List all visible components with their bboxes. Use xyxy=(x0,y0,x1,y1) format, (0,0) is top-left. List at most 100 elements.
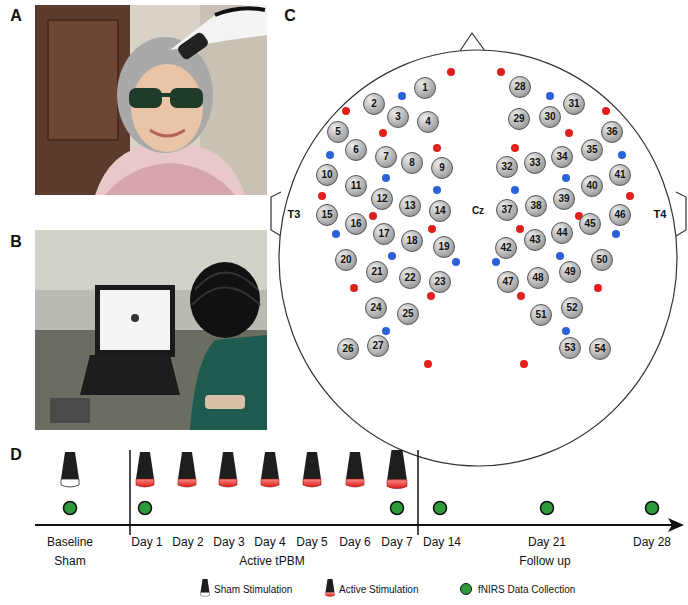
channel-number: 28 xyxy=(514,82,525,92)
electrode-circle: 49 xyxy=(559,261,581,283)
electrode-circle: 20 xyxy=(335,249,357,271)
electrode-circle: 30 xyxy=(539,106,561,128)
channel-number: 21 xyxy=(371,267,382,277)
channel-number: 54 xyxy=(594,344,605,354)
electrode-circle: 9 xyxy=(431,157,453,179)
electrode-circle: 18 xyxy=(401,230,423,252)
channel-number: 26 xyxy=(342,344,353,354)
timepoint-label: Day 28 xyxy=(633,536,671,549)
electrode-circle: 13 xyxy=(399,195,421,217)
channel-number: 40 xyxy=(586,181,597,191)
panel-letter: A xyxy=(10,7,22,25)
channel-number: 27 xyxy=(372,341,383,351)
phase-label: Follow up xyxy=(519,555,570,568)
electrode-circle: 41 xyxy=(609,164,631,186)
channel-number: 49 xyxy=(564,267,575,277)
electrode-circle: 19 xyxy=(433,236,455,258)
channel-number: 8 xyxy=(409,158,415,168)
electrode-circle: 34 xyxy=(551,146,573,168)
channel-number: 42 xyxy=(500,243,511,253)
electrode-circle: 53 xyxy=(559,337,581,359)
channel-number: 22 xyxy=(404,273,415,283)
channel-number: 53 xyxy=(564,343,575,353)
channel-number: 41 xyxy=(614,170,625,180)
electrode-circle: 5 xyxy=(327,121,349,143)
channel-number: 47 xyxy=(502,277,513,287)
electrode-circle: 15 xyxy=(316,204,338,226)
detector-dots xyxy=(326,92,626,335)
electrode-circle: 16 xyxy=(345,213,367,235)
panel-letter: C xyxy=(284,7,296,25)
electrode-circle: 38 xyxy=(525,195,547,217)
channel-number: 35 xyxy=(586,145,597,155)
channel-number: 30 xyxy=(544,112,555,122)
electrode-circle: 43 xyxy=(524,229,546,251)
legend-swatch xyxy=(460,583,472,595)
electrode-circle: 11 xyxy=(345,175,367,197)
channel-number: 3 xyxy=(395,112,401,122)
electrode-circle: 48 xyxy=(527,267,549,289)
electrode-circle: 17 xyxy=(373,223,395,245)
channel-number: 31 xyxy=(568,99,579,109)
electrode-circle: 31 xyxy=(563,93,585,115)
timeline xyxy=(35,450,684,597)
channel-number: 14 xyxy=(434,206,445,216)
electrode-circle: 8 xyxy=(401,152,423,174)
electrode-circle: 2 xyxy=(363,93,385,115)
channel-number: 48 xyxy=(532,273,543,283)
electrode-circle: 44 xyxy=(551,222,573,244)
timepoint-label: Day 7 xyxy=(381,536,412,549)
electrode-circle: 29 xyxy=(508,108,530,130)
electrode-circle: 28 xyxy=(509,76,531,98)
channel-number: 23 xyxy=(434,277,445,287)
channel-number: 20 xyxy=(340,255,351,265)
electrode-circle: 14 xyxy=(429,200,451,222)
electrode-circle: 33 xyxy=(524,152,546,174)
electrode-circle: 24 xyxy=(365,297,387,319)
timepoint-label: Day 3 xyxy=(213,536,244,549)
channel-number: 16 xyxy=(350,219,361,229)
channel-number: 37 xyxy=(501,205,512,215)
channel-number: 2 xyxy=(371,99,377,109)
electrode-circle: 47 xyxy=(497,271,519,293)
channel-number: 10 xyxy=(321,170,332,180)
channel-number: 4 xyxy=(425,117,431,127)
electrode-circle: 1 xyxy=(414,77,436,99)
channel-number: 43 xyxy=(529,235,540,245)
head-outline xyxy=(271,33,686,466)
electrode-circle: 6 xyxy=(345,139,367,161)
electrode-label: Cz xyxy=(472,205,484,216)
electrode-circle: 25 xyxy=(397,303,419,325)
legend-text: Active Stimulation xyxy=(339,584,418,595)
electrode-circle: 4 xyxy=(417,111,439,133)
electrode-circle: 45 xyxy=(579,213,601,235)
electrode-label: T3 xyxy=(288,208,301,220)
channel-number: 45 xyxy=(584,219,595,229)
legend-text: fNIRS Data Collection xyxy=(478,584,575,595)
timepoint-label: Day 1 xyxy=(131,536,162,549)
electrode-circle: 10 xyxy=(316,164,338,186)
electrode-circle: 7 xyxy=(375,146,397,168)
electrode-circle: 46 xyxy=(609,204,631,226)
channel-number: 46 xyxy=(614,210,625,220)
timepoint-label: Day 2 xyxy=(172,536,203,549)
photo-a xyxy=(35,5,267,195)
electrode-circle: 52 xyxy=(561,297,583,319)
channel-number: 51 xyxy=(535,310,546,320)
channel-number: 36 xyxy=(606,127,617,137)
channel-number: 17 xyxy=(378,229,389,239)
electrode-circle: 37 xyxy=(496,199,518,221)
electrode-circle: 54 xyxy=(589,338,611,360)
electrode-circle: 50 xyxy=(591,249,613,271)
electrode-circle: 32 xyxy=(496,156,518,178)
channel-number: 39 xyxy=(558,194,569,204)
timepoint-label: Day 14 xyxy=(423,536,461,549)
electrode-circle: 21 xyxy=(366,261,388,283)
channel-number: 15 xyxy=(321,210,332,220)
channel-number: 6 xyxy=(353,145,359,155)
timepoint-label: Day 4 xyxy=(254,536,285,549)
electrode-circle: 36 xyxy=(601,121,623,143)
timepoint-label: Day 5 xyxy=(296,536,327,549)
